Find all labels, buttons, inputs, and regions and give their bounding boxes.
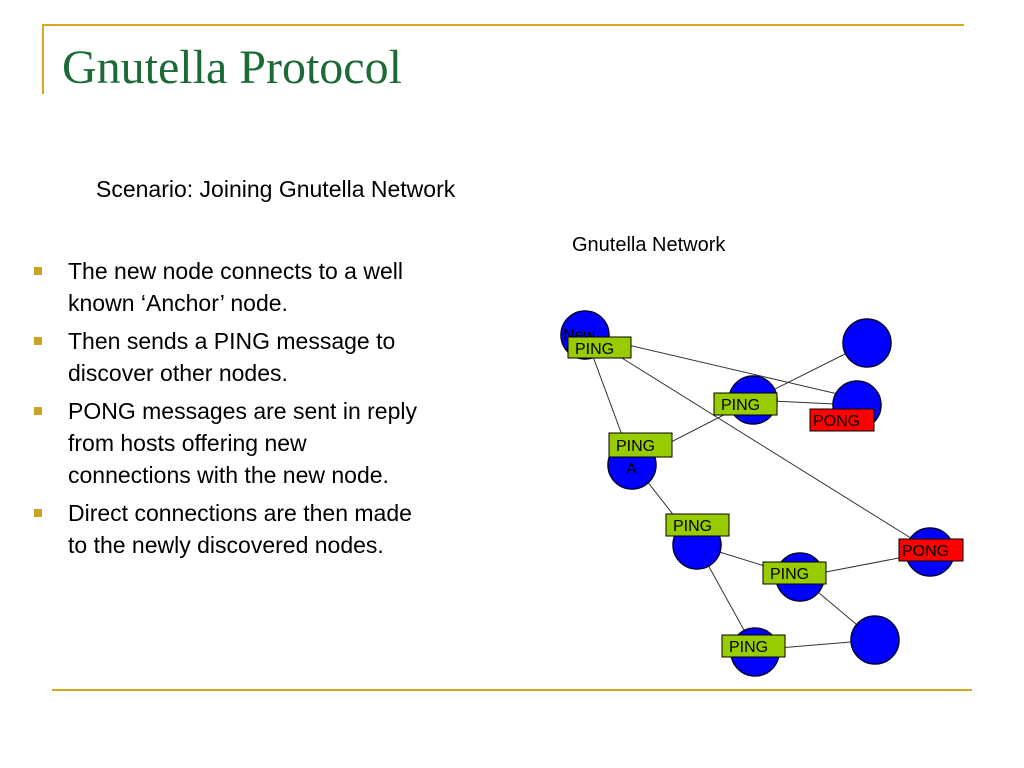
- ping-tag-lower: PING: [665, 513, 730, 537]
- node-bottom-right: [850, 615, 900, 665]
- edge-new-farright: [584, 334, 931, 551]
- bullet-text: PONG messages are sent in reply from hos…: [68, 398, 417, 488]
- bullet-item: Then sends a PING message to discover ot…: [34, 325, 434, 389]
- bullet-text: Then sends a PING message to discover ot…: [68, 328, 396, 386]
- bottom-rule: [52, 689, 972, 691]
- bullet-item: PONG messages are sent in reply from hos…: [34, 395, 434, 491]
- ping-tag-middle: PING: [713, 392, 778, 416]
- pong-tag-middle: PONG: [809, 408, 875, 432]
- bullet-square-icon: [34, 407, 42, 415]
- pong-tag-right: PONG: [898, 538, 964, 562]
- bullet-item: The new node connects to a well known ‘A…: [34, 255, 434, 319]
- ping-tag-bottom: PING: [721, 634, 786, 658]
- svg-text:PONG: PONG: [813, 413, 860, 430]
- ping-tag-anchor: PING: [608, 432, 673, 458]
- bullet-item: Direct connections are then made to the …: [34, 497, 434, 561]
- svg-text:PING: PING: [721, 397, 760, 414]
- bullet-square-icon: [34, 509, 42, 517]
- slide-subtitle: Scenario: Joining Gnutella Network: [96, 176, 456, 202]
- svg-text:PING: PING: [616, 438, 655, 455]
- node-anchor-label: A: [626, 461, 637, 478]
- svg-text:PING: PING: [770, 566, 809, 583]
- network-label: Gnutella Network: [572, 234, 726, 256]
- ping-tag-right-lower: PING: [762, 561, 827, 585]
- slide-title: Gnutella Protocol: [62, 41, 402, 94]
- ping-tag-new: PING: [567, 336, 632, 359]
- left-rule: [42, 24, 44, 94]
- top-rule: [42, 24, 964, 26]
- bullet-text: The new node connects to a well known ‘A…: [68, 258, 403, 316]
- node-top-right: [842, 318, 892, 368]
- svg-text:PING: PING: [575, 341, 614, 358]
- svg-text:PING: PING: [729, 639, 768, 656]
- bullet-text: Direct connections are then made to the …: [68, 500, 412, 558]
- bullet-square-icon: [34, 267, 42, 275]
- bullet-square-icon: [34, 337, 42, 345]
- svg-text:PONG: PONG: [902, 543, 949, 560]
- bullet-list: The new node connects to a well known ‘A…: [34, 255, 434, 567]
- svg-text:PING: PING: [673, 518, 712, 535]
